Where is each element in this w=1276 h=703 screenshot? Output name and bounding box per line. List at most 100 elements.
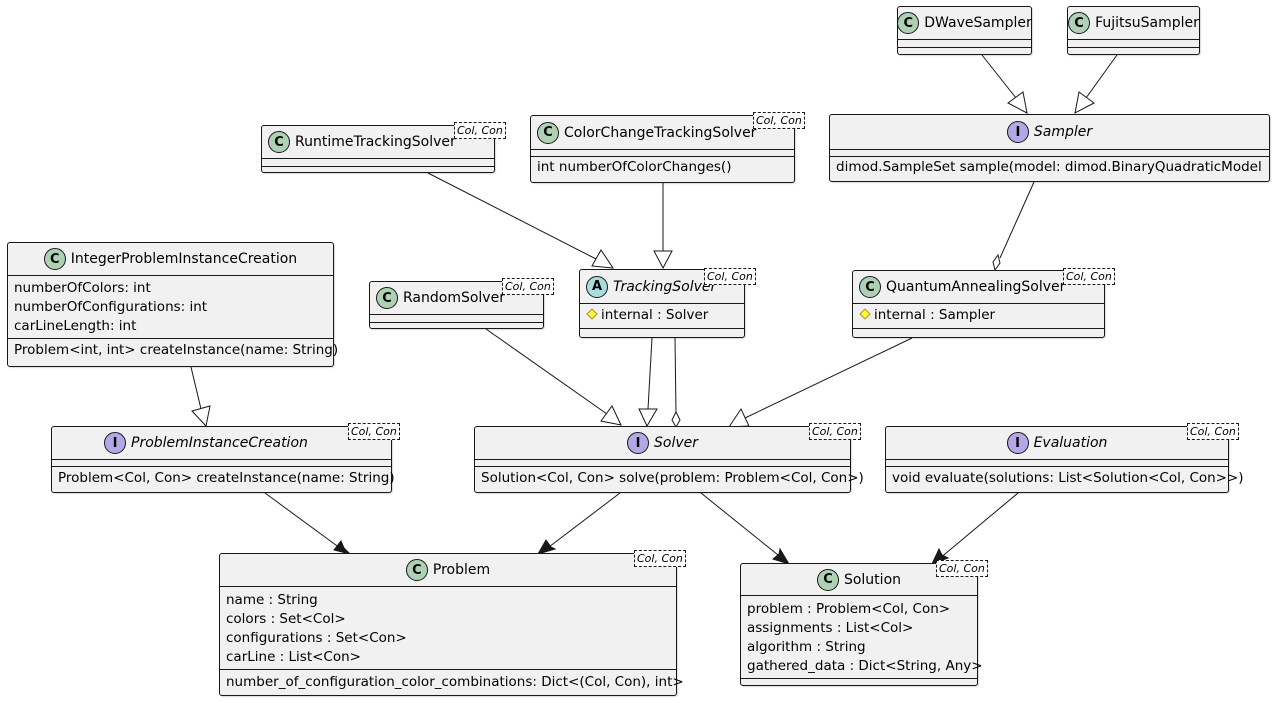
type-parameter-box: Col, Con: [502, 278, 554, 295]
methods-section: Problem<Col, Con> createInstance(name: S…: [52, 466, 395, 492]
type-parameter-box: Col, Con: [348, 423, 400, 440]
field-row: configurations : Set<Con>: [226, 630, 407, 646]
class-icon: C: [816, 568, 839, 591]
field-row: carLine : List<Con>: [226, 649, 361, 665]
methods-section: [262, 166, 494, 174]
type-parameter-box: Col, Con: [809, 423, 861, 440]
edge-fujitsu-sampler: [1085, 54, 1118, 99]
class-fujitsu-sampler[interactable]: C FujitsuSampler: [1067, 6, 1200, 55]
fields-section: [475, 459, 850, 466]
class-integer-problem-instance-creation[interactable]: C IntegerProblemInstanceCreation numberO…: [7, 242, 338, 367]
fields-section: [52, 459, 391, 466]
fields-section: [262, 158, 494, 166]
field-row: numberOfColors: int: [14, 280, 151, 296]
class-icon: C: [897, 12, 920, 34]
aggregation-diamond: [992, 253, 1001, 272]
edge-solver-problem: [544, 492, 621, 551]
class-name: FujitsuSampler: [1095, 15, 1199, 31]
methods-section: [741, 678, 977, 686]
method-row: Solution<Col, Con> solve(problem: Proble…: [481, 470, 864, 486]
class-name: ColorChangeTrackingSolver: [564, 124, 757, 141]
methods-section: [1068, 47, 1199, 55]
class-name: Solver: [654, 435, 698, 451]
class-icon: C: [43, 248, 66, 270]
generalization-arrowhead: [1007, 91, 1028, 114]
type-parameter-box: Col, Con: [1187, 423, 1239, 440]
generalization-arrowhead: [638, 408, 658, 428]
generalization-arrowhead: [191, 405, 211, 428]
edge-pic-problem: [264, 492, 345, 552]
method-row: Problem<Col, Con> createInstance(name: S…: [58, 470, 395, 486]
field-row: name : String: [226, 592, 318, 608]
class-runtime-tracking-solver[interactable]: C RuntimeTrackingSolver: [261, 125, 495, 173]
class-icon: C: [537, 121, 559, 144]
class-name: QuantumAnnealingSolver: [886, 279, 1066, 295]
edge-random-solver: [485, 328, 608, 415]
class-dwave-sampler[interactable]: C DWaveSampler: [897, 6, 1032, 55]
interface-solver[interactable]: I Solver Solution<Col, Con> solve(proble…: [474, 426, 864, 493]
fields-section: internal : Solver: [580, 303, 744, 328]
class-name: RandomSolver: [403, 290, 505, 306]
field-row: problem : Problem<Col, Con>: [747, 601, 951, 617]
type-parameter-box: Col, Con: [454, 122, 506, 139]
fields-section: name : String colors : Set<Col> configur…: [220, 586, 676, 669]
edge-quantum-solver: [744, 337, 913, 419]
fields-section: [886, 459, 1228, 466]
class-icon: C: [268, 131, 290, 153]
field-row: internal : Solver: [586, 306, 738, 325]
class-icon: C: [405, 559, 428, 581]
generalization-arrowhead: [600, 405, 622, 426]
interface-sampler[interactable]: I Sampler dimod.SampleSet sample(model: …: [829, 114, 1270, 182]
association-arrowhead: [536, 539, 557, 555]
methods-section: int numberOfColorChanges(): [531, 156, 794, 181]
type-parameter-box: Col, Con: [1063, 268, 1115, 285]
field-row: internal : Sampler: [859, 306, 1098, 325]
class-problem[interactable]: C Problem name : String colors : Set<Col…: [219, 553, 684, 696]
fields-section: [370, 314, 543, 322]
fields-section: [898, 39, 1031, 47]
edge-evaluation-solution: [938, 492, 1019, 560]
interface-icon: I: [1006, 121, 1029, 143]
protected-icon: [586, 308, 598, 320]
fields-section: numberOfColors: int numberOfConfiguratio…: [8, 275, 333, 338]
interface-evaluation[interactable]: I Evaluation void evaluate(solutions: Li…: [885, 426, 1244, 493]
methods-section: number_of_configuration_color_combinatio…: [220, 669, 684, 696]
class-name: Problem: [432, 562, 491, 578]
edge-sampler-quantum: [999, 181, 1035, 259]
class-name: DWaveSampler: [924, 15, 1032, 31]
class-solution[interactable]: C Solution problem : Problem<Col, Con> a…: [740, 563, 983, 686]
edge-dwave-sampler: [981, 54, 1017, 99]
method-row: dimod.SampleSet sample(model: dimod.Bina…: [836, 159, 1262, 175]
type-parameter-box: Col, Con: [704, 268, 756, 285]
type-parameter-box: Col, Con: [936, 560, 988, 577]
protected-icon: [859, 308, 871, 320]
generalization-arrowhead: [591, 249, 614, 269]
class-name: RuntimeTrackingSolver: [295, 134, 456, 150]
field-row: algorithm : String: [747, 639, 866, 655]
class-name: Evaluation: [1033, 435, 1108, 451]
edge-integer-pic: [190, 366, 202, 410]
field-row: carLineLength: int: [14, 318, 137, 334]
methods-section: [370, 322, 543, 330]
class-icon: C: [376, 287, 398, 309]
field-row: assignments : List<Col>: [747, 620, 914, 636]
abstract-icon: A: [586, 275, 608, 298]
interface-icon: I: [104, 432, 126, 454]
methods-section: dimod.SampleSet sample(model: dimod.Bina…: [830, 156, 1269, 181]
type-parameter-box: Col, Con: [634, 550, 686, 567]
aggregation-diamond: [671, 410, 681, 429]
fields-section: [830, 149, 1269, 156]
class-icon: C: [1068, 12, 1091, 34]
class-quantum-annealing-solver[interactable]: C QuantumAnnealingSolver internal : Samp…: [852, 270, 1105, 338]
class-color-change-tracking-solver[interactable]: C ColorChangeTrackingSolver int numberOf…: [530, 115, 795, 183]
generalization-arrowhead: [1074, 91, 1095, 114]
field-row: numberOfConfigurations: int: [14, 299, 208, 315]
edge-tracking-solver: [647, 337, 653, 410]
methods-section: [580, 328, 744, 336]
interface-problem-instance-creation[interactable]: I ProblemInstanceCreation Problem<Col, C…: [51, 426, 395, 493]
abstract-class-tracking-solver[interactable]: A TrackingSolver internal : Solver: [579, 269, 745, 338]
field-row: colors : Set<Col>: [226, 611, 346, 627]
class-name: ProblemInstanceCreation: [131, 435, 308, 451]
class-name: IntegerProblemInstanceCreation: [70, 251, 298, 267]
